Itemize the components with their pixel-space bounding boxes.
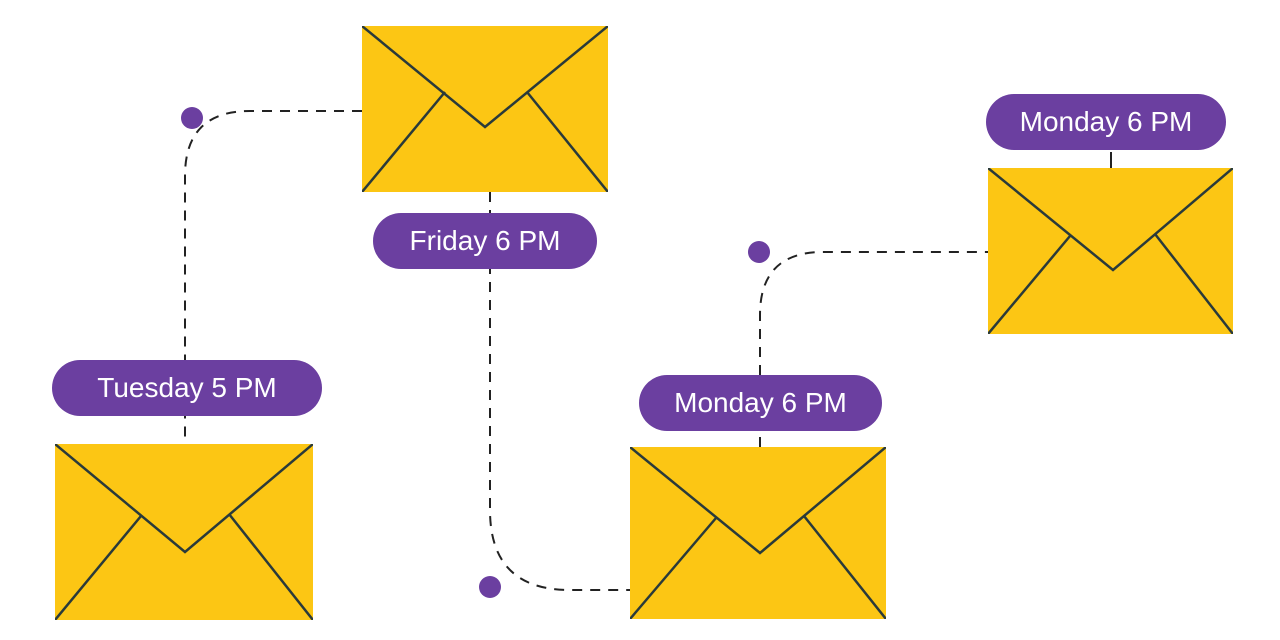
end-dot xyxy=(479,576,501,598)
connector-monday-monday xyxy=(759,251,990,447)
label-monday-top: Monday 6 PM xyxy=(986,94,1226,150)
envelope-monday-top xyxy=(988,168,1233,334)
connector-friday-monday xyxy=(489,192,630,591)
branch-dot xyxy=(748,241,770,263)
envelope-friday xyxy=(362,26,608,192)
envelope-icon xyxy=(988,168,1233,334)
label-monday-bottom: Monday 6 PM xyxy=(639,375,882,431)
envelope-icon xyxy=(630,447,886,619)
start-dot xyxy=(181,107,203,129)
label-friday: Friday 6 PM xyxy=(373,213,597,269)
envelope-tuesday xyxy=(55,444,313,620)
connector-friday-tuesday xyxy=(184,110,362,440)
envelope-icon xyxy=(362,26,608,192)
envelope-monday-bottom xyxy=(630,447,886,619)
label-tuesday: Tuesday 5 PM xyxy=(52,360,322,416)
envelope-icon xyxy=(55,444,313,620)
